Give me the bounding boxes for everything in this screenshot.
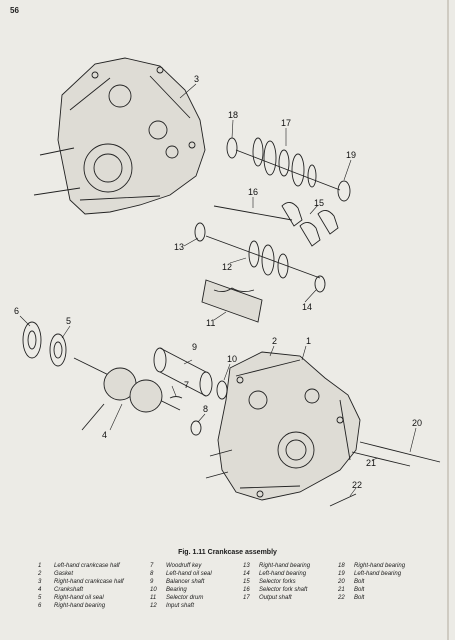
- selector-fork-shaft-drawing: [213, 205, 293, 221]
- leader-lines: [19, 83, 417, 497]
- callout-14: 14: [302, 302, 312, 312]
- output-shaft-drawing: [235, 137, 341, 191]
- callout-20: 20: [412, 418, 422, 428]
- bearing-13-drawing: [194, 222, 206, 242]
- callout-21: 21: [366, 458, 376, 468]
- selector-forks-drawing: [281, 202, 339, 247]
- callout-18: 18: [228, 110, 238, 120]
- bearing-10-drawing: [216, 380, 228, 400]
- callout-6: 6: [14, 306, 19, 316]
- input-shaft-drawing: [205, 235, 321, 279]
- callout-labels: 1 2 3 4 5 6 7 8 9 10 11 12 13 14 15 16 1…: [14, 74, 422, 490]
- left-hand-oil-seal-drawing: [190, 420, 202, 436]
- callout-10: 10: [227, 354, 237, 364]
- page-spine-shadow: [447, 0, 449, 640]
- callout-15: 15: [314, 198, 324, 208]
- callout-22: 22: [352, 480, 362, 490]
- bearing-18-drawing: [226, 137, 238, 159]
- callout-19: 19: [346, 150, 356, 160]
- callout-9: 9: [192, 342, 197, 352]
- page-number: 56: [10, 6, 19, 15]
- figure-caption: Fig. 1.11 Crankcase assembly: [178, 549, 277, 556]
- bolt-20-drawing: [359, 441, 441, 463]
- callout-13: 13: [174, 242, 184, 252]
- callout-12: 12: [222, 262, 232, 272]
- callout-1: 1: [306, 336, 311, 346]
- right-hand-oil-seal-drawing: [49, 333, 67, 367]
- callout-16: 16: [248, 187, 258, 197]
- selector-drum-drawing: [201, 279, 263, 323]
- callout-17: 17: [281, 118, 291, 128]
- callout-2: 2: [272, 336, 277, 346]
- right-hand-crankcase-half-drawing: [33, 57, 206, 215]
- bolt-21-drawing: [351, 451, 411, 467]
- bolt-22-drawing: [329, 493, 357, 507]
- woodruff-key-drawing: [169, 396, 183, 399]
- callout-11: 11: [206, 318, 215, 328]
- callout-5: 5: [66, 316, 71, 326]
- callout-4: 4: [102, 430, 107, 440]
- balancer-shaft-drawing: [153, 347, 213, 397]
- callout-7: 7: [184, 380, 189, 390]
- bearing-14-drawing: [314, 275, 326, 293]
- callout-8: 8: [203, 404, 208, 414]
- bearing-19-drawing: [337, 180, 351, 202]
- callout-3: 3: [194, 74, 199, 84]
- left-hand-crankcase-half-drawing: [205, 351, 361, 501]
- right-hand-bearing-drawing: [22, 321, 42, 359]
- crankshaft-drawing: [73, 357, 181, 431]
